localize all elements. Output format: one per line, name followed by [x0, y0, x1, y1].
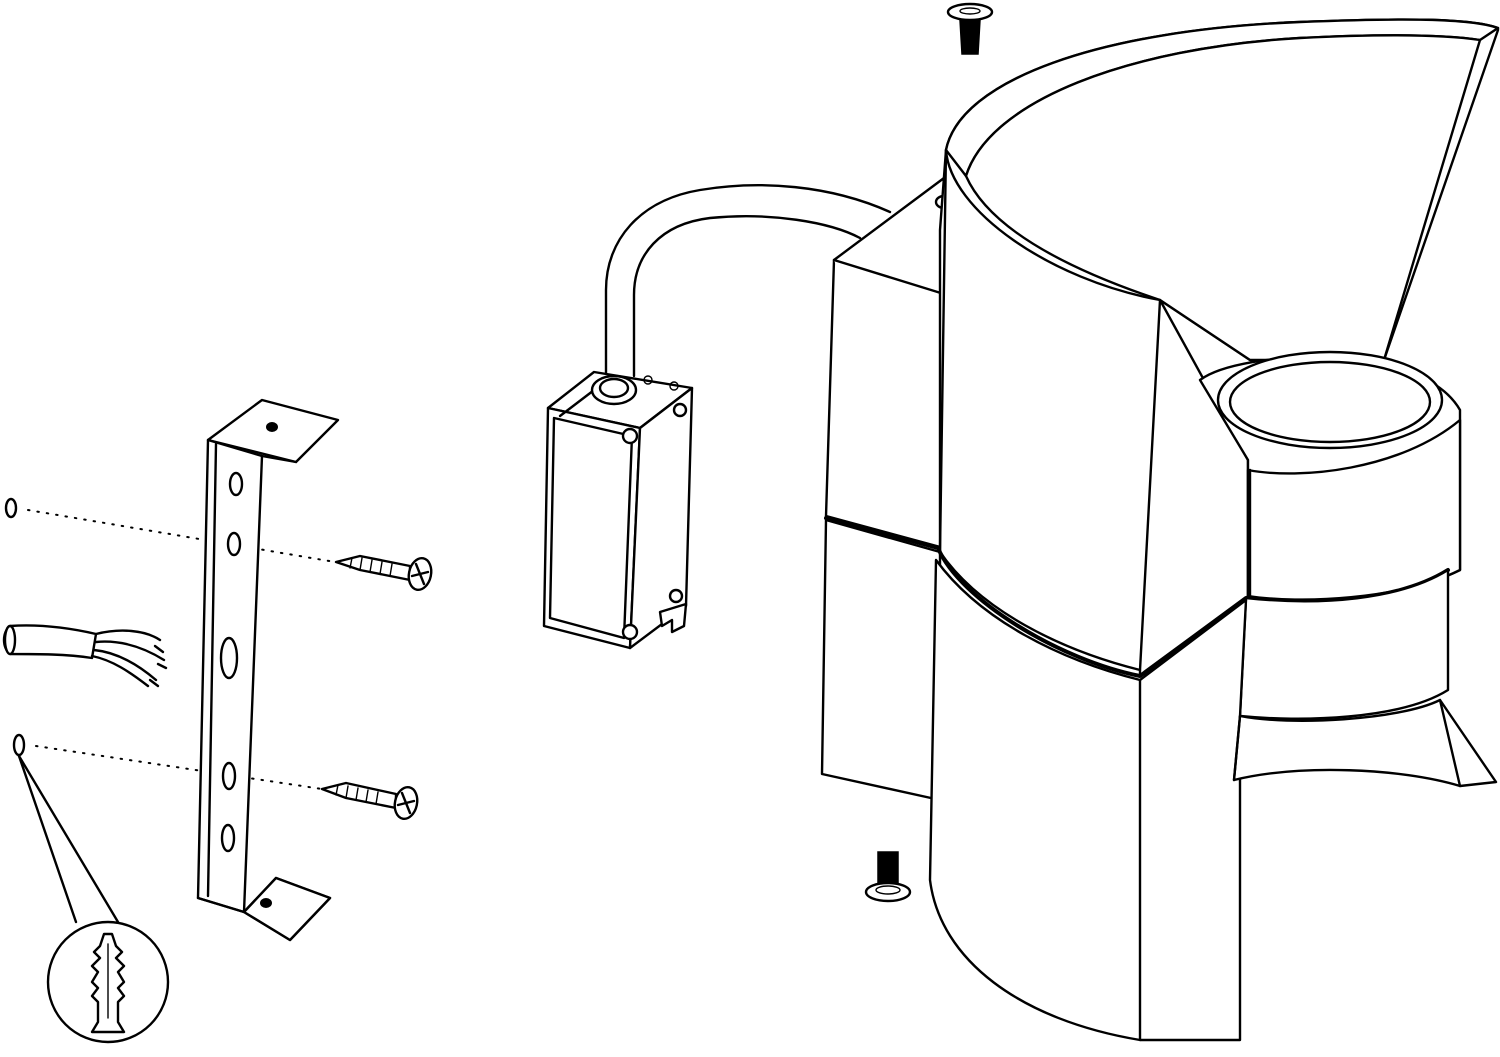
wood-screw-top	[334, 554, 433, 592]
lamp-housing	[820, 18, 1500, 1042]
wall-plug-marker-top	[4, 497, 18, 519]
terminal-box	[542, 370, 694, 650]
alignment-line-top	[27, 509, 336, 563]
supply-cable	[2, 624, 168, 688]
connecting-cable	[604, 184, 892, 378]
wall-plug-detail	[17, 754, 170, 1044]
mounting-bracket	[196, 398, 340, 942]
wall-plug-marker-bottom	[12, 733, 26, 757]
fixing-screw-top	[946, 2, 994, 55]
wood-screw-bottom	[320, 781, 419, 821]
fixing-screw-bottom	[864, 851, 912, 903]
alignment-line-bottom	[35, 745, 323, 790]
